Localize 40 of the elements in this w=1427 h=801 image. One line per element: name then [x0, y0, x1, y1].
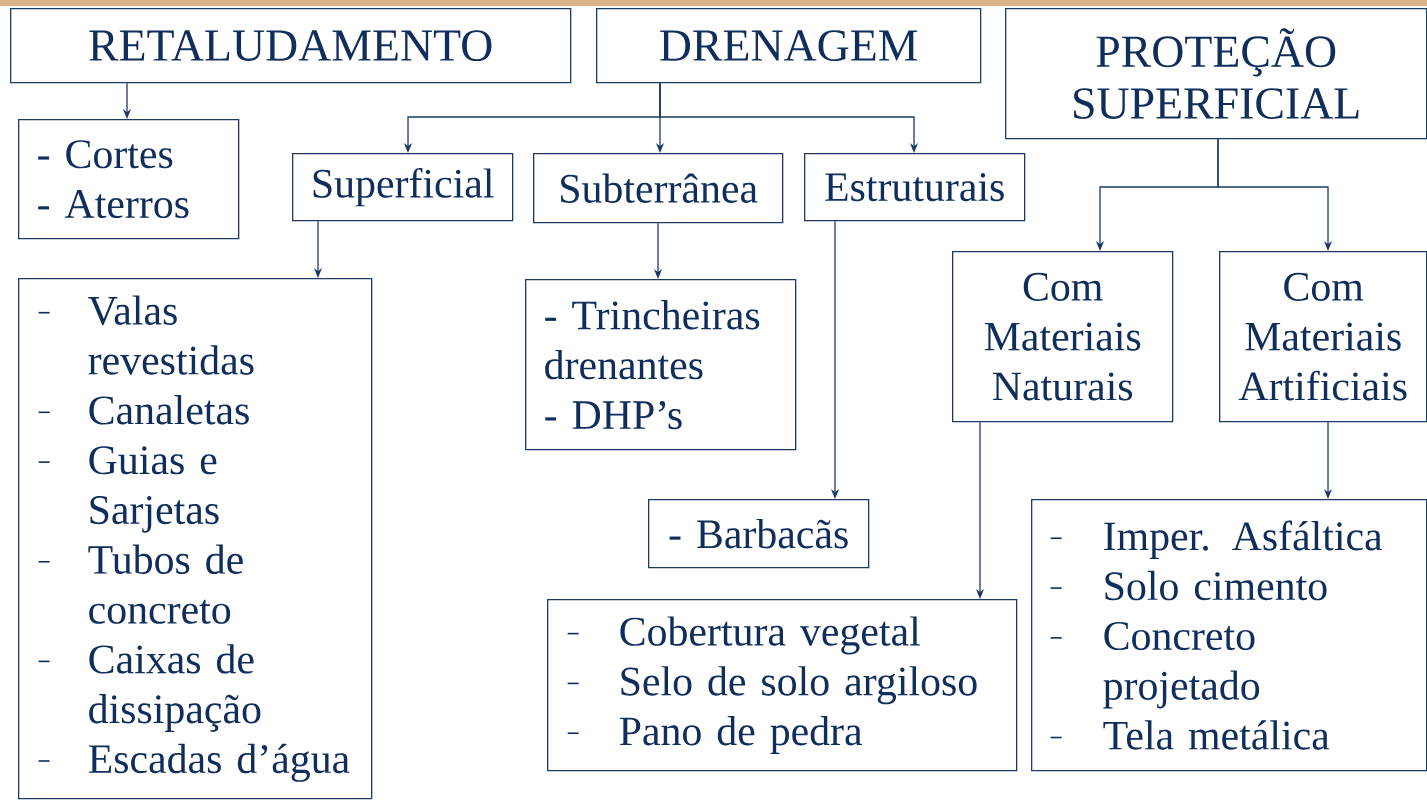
- list-box: [648, 499, 870, 569]
- list-item: Concreto projetado: [1103, 622, 1260, 709]
- category-box: [1005, 8, 1427, 140]
- box-label: - Barbacãs: [669, 518, 848, 549]
- list-item: Selo de solo argiloso: [621, 666, 977, 705]
- box-label: PROTEÇÃO SUPERFICIAL: [1074, 28, 1359, 119]
- box-label: Com Materiais Artificiais: [1238, 272, 1407, 401]
- subcategory-box: [533, 153, 784, 224]
- box-label: Subterrânea: [561, 173, 758, 203]
- list-box: [547, 599, 1018, 772]
- list-box: [1031, 499, 1427, 772]
- subcategory-box: [952, 251, 1174, 423]
- category-box: [596, 8, 982, 84]
- list-item: - Trincheiras drenantes: [545, 300, 760, 380]
- list-item: Cobertura vegetal: [620, 616, 920, 655]
- list-item: Guias e Sarjetas: [89, 446, 219, 533]
- list-item: - DHP’s: [545, 400, 682, 430]
- list-box: [525, 279, 797, 451]
- list-item: Caixas de dissipação: [89, 644, 261, 732]
- list-item: Escadas d’água: [88, 743, 350, 782]
- list-item: Imper. Asfáltica: [1104, 520, 1383, 559]
- list-item: Valas revestidas: [88, 295, 254, 375]
- box-label: DRENAGEM: [660, 30, 918, 62]
- category-box: [10, 8, 572, 84]
- list-box: [18, 119, 240, 240]
- list-item: Canaletas: [89, 395, 249, 425]
- box-label: Estruturais: [825, 173, 1004, 202]
- box-label: Com Materiais Naturais: [984, 272, 1141, 401]
- list-item: Tubos de concreto: [88, 544, 243, 624]
- list-item: - Aterros: [38, 190, 189, 219]
- subcategory-box: [1219, 251, 1427, 423]
- subcategory-box: [292, 153, 514, 222]
- list-item: Tela metálica: [1103, 720, 1330, 750]
- list-box: [18, 278, 373, 800]
- subcategory-box: [804, 153, 1026, 222]
- list-item: Solo cimento: [1105, 570, 1327, 601]
- box-label: Superficial: [313, 167, 494, 207]
- list-item: - Cortes: [38, 140, 173, 169]
- list-item: Pano de pedra: [619, 716, 863, 754]
- box-label: RETALUDAMENTO: [89, 30, 492, 62]
